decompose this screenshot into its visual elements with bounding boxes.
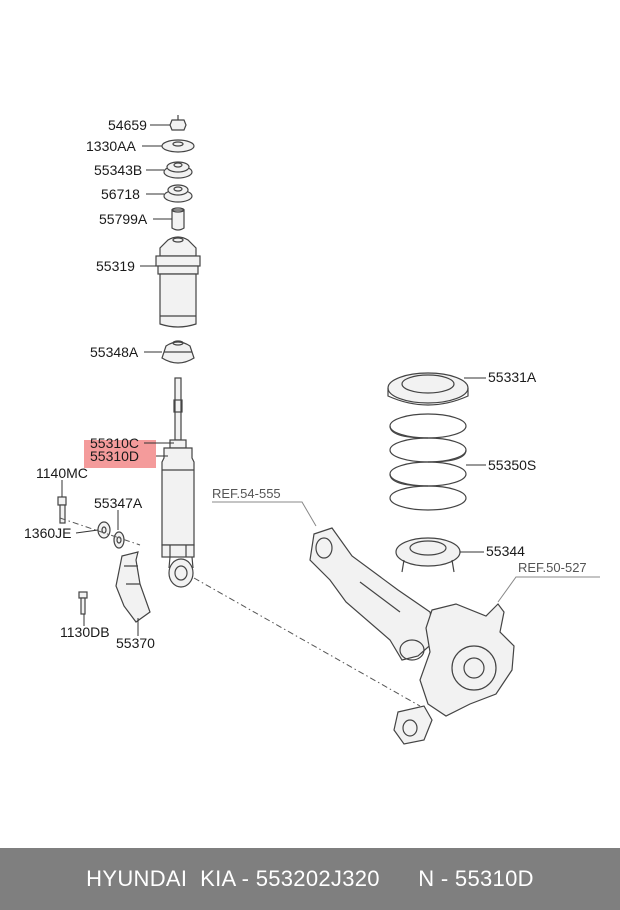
parts-diagram: 54659 1330AA 55343B 56718 55799A 55319 5… (24, 115, 600, 745)
bushing-55343B (163, 161, 193, 179)
ref-arm-label: REF.54-555 (212, 486, 281, 501)
label-1140MC: 1140MC (36, 465, 88, 481)
label-55347A: 55347A (94, 495, 143, 511)
bracket-55370 (115, 551, 151, 623)
label-55319: 55319 (96, 258, 135, 274)
label-55331A: 55331A (488, 369, 537, 385)
dust-cover-55319 (155, 236, 201, 328)
coil-spring-55350S (389, 413, 467, 511)
ref-knuckle-label: REF.50-527 (518, 560, 587, 575)
bump-stopper-55348A (161, 340, 195, 364)
label-56718: 56718 (101, 186, 140, 202)
label-54659: 54659 (108, 117, 147, 133)
washer-1360JE (97, 521, 111, 539)
footer-bar: HYUNDAI KIA - 553202J320 N - 55310D (0, 848, 620, 910)
washer-55347A (113, 531, 125, 549)
label-55799A: 55799A (99, 211, 148, 227)
bushing-56718 (163, 184, 193, 203)
shock-absorber-55310D (161, 377, 195, 588)
label-55343B: 55343B (94, 162, 142, 178)
highlight-box (84, 440, 156, 468)
footer-text: HYUNDAI KIA - 553202J320 N - 55310D (86, 866, 534, 891)
label-55344: 55344 (486, 543, 525, 559)
screw-1130DB (78, 591, 88, 615)
sleeve-55799A (171, 207, 185, 231)
spring-seat-55331A (387, 372, 469, 406)
label-55350S: 55350S (488, 457, 536, 473)
nut-54659 (169, 115, 187, 131)
knuckle (393, 603, 515, 745)
spring-seat-55344 (395, 537, 461, 573)
label-55310C: 55310C (90, 435, 139, 451)
label-55348A: 55348A (90, 344, 139, 360)
label-1330AA: 1330AA (86, 138, 136, 154)
label-1130DB: 1130DB (60, 624, 110, 640)
lower-control-arm (309, 527, 437, 661)
washer-1330AA (161, 139, 195, 153)
label-55310D: 55310D (90, 448, 139, 464)
label-55370: 55370 (116, 635, 155, 651)
label-1360JE: 1360JE (24, 525, 71, 541)
